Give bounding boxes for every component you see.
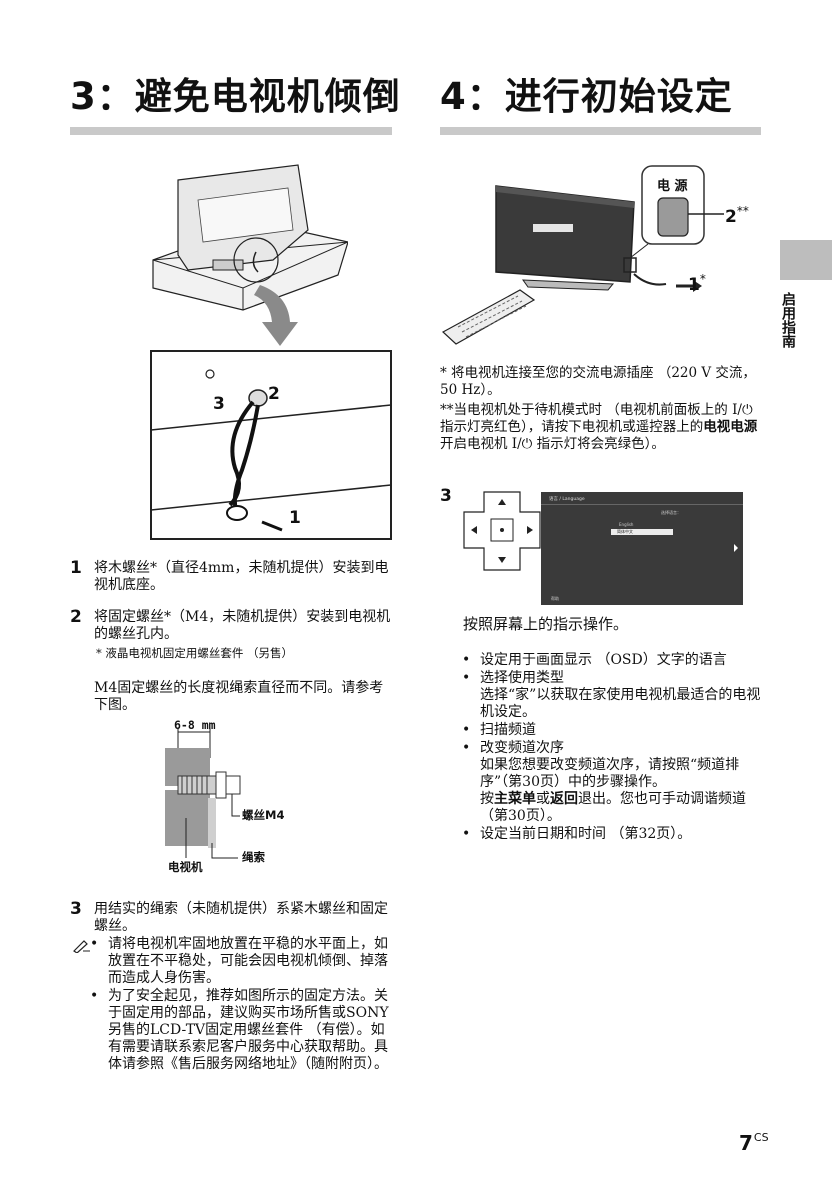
callout-2-mark: ** [736, 204, 749, 218]
footnote-2-bold: 电视电源 [703, 419, 758, 435]
setup-screen: 语言 / Language 选择语言： English 简体中文 帮助 [541, 492, 743, 605]
zoom-arrow-icon [254, 285, 298, 346]
setup-bullet-item: 改变频道次序如果您想要改变频道次序，请按照“频道排序”（第30页）中的步骤操作。… [462, 740, 762, 825]
rope-label: 绳索 [242, 850, 265, 864]
tv-stand-illustration [152, 164, 348, 311]
footnote-2-text-b: 开启电视机 I/⏻ 指示灯将会亮绿色）。 [440, 436, 665, 452]
step-3-number: 3 [70, 899, 82, 919]
step-2-text: 将固定螺丝*（M4，未随机提供）安装到电视机的螺丝孔内。 [94, 609, 391, 642]
step-2-note: * 液晶电视机固定用螺丝套件 （另售） [96, 646, 294, 660]
step-1-number: 1 [70, 558, 82, 578]
step-3-text: 用结实的绳索（未随机提供）系紧木螺丝和固定螺丝。 [94, 901, 388, 934]
screw-m4-label: 螺丝M4 [242, 808, 285, 822]
setup-screen-divider [541, 504, 743, 505]
tv-power-illustration [441, 165, 724, 345]
dimension-label: 6-8 mm [174, 718, 216, 732]
setup-step-3-number: 3 [440, 486, 452, 506]
setup-bullet-sub: 如果您想要改变频道次序，请按照“频道排序”（第30页）中的步骤操作。 [480, 757, 740, 790]
tip-item: 为了安全起见，推荐如图所示的固定方法。关于固定用的部品，建议购买市场所售或SON… [90, 988, 394, 1073]
footnote-2-text-a: **当电视机处于待机模式时 （电视机前面板上的 I/⏻ 指示灯亮红色），请按下电… [440, 402, 753, 435]
setup-bullet-list: 设定用于画面显示 （OSD）文字的语言 选择使用类型选择“家”以获取在家使用电视… [462, 652, 762, 844]
step-2-number: 2 [70, 607, 82, 627]
tips-list: 请将电视机牢固地放置在平稳的水平面上，如放置在不平稳处，可能会因电视机倾倒、掉落… [90, 936, 394, 1074]
step-1-text: 将木螺丝*（直径4mm，未随机提供）安装到电视机底座。 [94, 560, 389, 593]
callout-2: 2** [725, 204, 749, 227]
tv-label: 电视机 [168, 860, 203, 874]
screw-length-diagram: 6-8 mm 螺丝M4 绳索 电视机 [160, 718, 340, 878]
setup-option-selected[interactable]: 简体中文 [611, 529, 673, 535]
tip-item: 请将电视机牢固地放置在平稳的水平面上，如放置在不平稳处，可能会因电视机倾倒、掉落… [90, 936, 394, 987]
footnote-2: **当电视机处于待机模式时 （电视机前面板上的 I/⏻ 指示灯亮红色），请按下电… [440, 402, 762, 453]
instruction-text: 按照屏幕上的指示操作。 [463, 615, 629, 633]
figure-label-2: 2 [268, 384, 280, 404]
section-tab [780, 240, 832, 280]
figure-label-1: 1 [289, 508, 301, 528]
left-page-title: 3：避免电视机倾倒 [70, 75, 401, 118]
callout-2-number: 2 [725, 207, 737, 227]
setup-screen-footer: 帮助 [551, 596, 559, 601]
setup-screen-prompt: 选择语言： [661, 510, 681, 515]
setup-bullet-sub: 选择“家”以获取在家使用电视机最适合的电视机设定。 [480, 687, 761, 720]
figure-label-3: 3 [213, 394, 225, 414]
left-title-rule [70, 127, 392, 135]
setup-bullet-item: 设定当前日期和时间 （第32页）。 [462, 826, 762, 843]
callout-1: 1* [688, 272, 706, 295]
setup-option-english[interactable]: English [619, 522, 634, 527]
remote-dpad-illustration [463, 491, 541, 571]
callout-1-mark: * [699, 272, 706, 286]
right-page-title: 4：进行初始设定 [440, 75, 733, 118]
next-arrow-icon[interactable] [734, 544, 738, 552]
note-pencil-icon [73, 940, 90, 953]
step-2-extra: M4固定螺丝的长度视绳索直径而不同。请参考下图。 [94, 680, 384, 713]
power-label: 电 源 [657, 179, 688, 194]
setup-screen-header: 语言 / Language [549, 497, 585, 502]
setup-bullet-item: 设定用于画面显示 （OSD）文字的语言 [462, 652, 762, 669]
callout-1-number: 1 [688, 275, 700, 295]
footnote-1: * 将电视机连接至您的交流电源插座 （220 V 交流，50 Hz）。 [440, 365, 756, 398]
right-title-rule [440, 127, 761, 135]
setup-bullet-item: 扫描频道 [462, 722, 762, 739]
detail-box-illustration [150, 350, 392, 540]
section-tab-label: 启用指南 [780, 292, 796, 348]
page-number: 7CS [739, 1131, 769, 1155]
